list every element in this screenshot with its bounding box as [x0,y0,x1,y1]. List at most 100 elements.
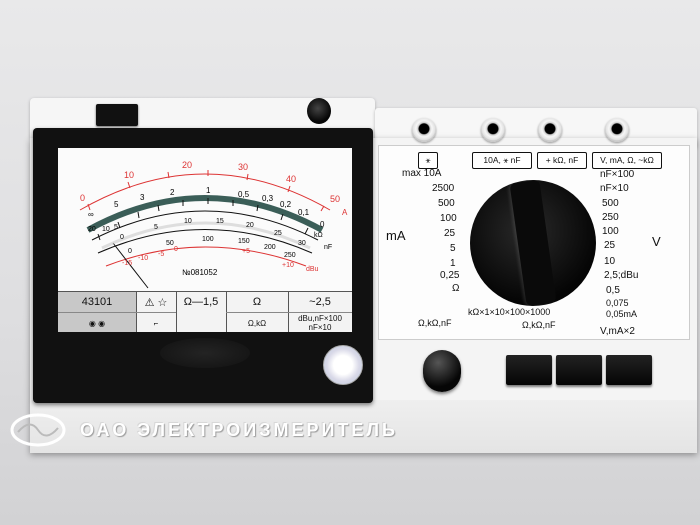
scale-label: 0 [128,248,132,255]
scale-label: 20 [88,226,96,233]
warning-icon: ⚠ ☆ [144,296,168,309]
jack-label-10a: 10A, ⚹ nF [472,152,532,169]
unit-label: nF [324,244,333,251]
range-v-250: 250 [602,212,619,223]
ac-label: ~2,5 [309,296,331,308]
scale-label: 30 [298,240,306,247]
scale-label: 5 [114,224,118,231]
range-v-05: 0,5 [606,285,620,296]
range-v-25: 25 [604,240,616,251]
scale-label: 2 [170,188,175,197]
scale-label: 0 [120,234,124,241]
mode-mid-label: Ω,kΩ,nF [522,320,556,330]
range-ma-25: 25 [444,228,456,239]
scale-label: 0,5 [238,190,250,199]
scale-red-label: +5 [242,248,250,255]
scale-red-label: -5 [158,251,165,258]
model-cell: 43101 ◉ ◉ [58,292,137,332]
push-button-1[interactable] [506,355,552,385]
scale-label: 0 [320,220,325,229]
zero-adjust-button[interactable] [96,104,138,126]
range-ma-2500: 2500 [432,183,455,194]
hologram-sticker [323,345,363,385]
range-ohm: Ω [452,283,460,294]
v-unit-label: V [652,234,661,249]
scale-red-label: -10 [138,255,149,262]
scale-label: 3 [140,193,145,202]
company-logo [8,410,68,450]
scale-label: 150 [238,238,250,245]
range-nf10: nF×10 [600,183,629,194]
serial-number: №081052 [182,268,218,277]
scale-label: 250 [284,252,296,259]
scale-label: 1 [206,186,211,195]
jack-label-kohm: + kΩ, nF [537,152,587,169]
scale-label: ∞ [88,210,94,219]
dbu-label: dBu,nF×100 [298,314,342,323]
logo-icon [10,413,66,447]
scale-red-label: -15 [122,260,133,267]
scale-label: 200 [264,244,276,251]
scale-red-label: 30 [238,162,249,172]
push-button-3[interactable] [606,355,652,385]
scale-red-label: +10 [282,262,294,269]
device-base [30,400,697,453]
warning-cell: ⚠ ☆ ⌐ [136,292,177,332]
range-nf100: nF×100 [600,169,635,180]
scale-red-label: 40 [286,174,297,184]
ohm-range-label: Ω—1,5 [183,296,219,308]
ohm-range-cell: Ω—1,5 [176,292,227,332]
unit-label: A [342,208,348,217]
push-button-2[interactable] [556,355,602,385]
scale-label: 5 [114,200,119,209]
ohm-k-label: Ω,kΩ [226,312,288,333]
scale-label: 25 [274,230,282,237]
ma-unit-label: mA [386,228,406,243]
range-kohm-multipliers: kΩ×1×10×100×1000 [468,307,551,317]
scale-red-label: 50 [330,194,341,204]
scale-label: 5 [154,224,158,231]
company-name: ОАО ЭЛЕКТРОИЗМЕРИТЕЛЬ [80,420,398,440]
corrector-screw[interactable] [307,98,331,124]
dial-scales [79,170,331,289]
jack-10a[interactable] [481,118,505,142]
scale-label: 15 [216,218,224,225]
logo-icons: ◉ ◉ [58,312,136,333]
scale-red-label: 10 [124,170,135,180]
range-005ma: 0,05mA [606,309,638,319]
jack-label-common: ⚹ [418,152,438,169]
scale-label: 50 [166,240,174,247]
ohm-cell: Ω Ω,kΩ [226,292,289,332]
mode-knob[interactable] [423,350,461,392]
knob-mode-label: Ω,kΩ,nF [418,318,452,328]
range-v-500: 500 [602,198,619,209]
scale-label: 0,3 [262,194,274,203]
range-ma-1: 1 [450,258,456,269]
scale-label: 0,1 [298,208,310,217]
range-v-25dbu: 2,5;dBu [604,270,639,281]
scale-label: 0,2 [280,200,292,209]
meter-dial: 0 10 20 30 40 50 ∞ 5 3 2 1 0,5 0,3 0,2 0… [58,148,352,291]
scale-red-top: 0 10 20 30 40 50 [58,148,352,208]
dbu-labels: dBu,nF×100 nF×10 [288,312,352,333]
jack-kohm-nf[interactable] [538,118,562,142]
range-ma-5: 5 [450,243,456,254]
jack-common[interactable] [412,118,436,142]
bracket-icon: ⌐ [136,312,176,333]
scale-label: 100 [202,236,214,243]
scale-label: 10 [184,218,192,225]
scale-red-label: 20 [182,160,193,170]
range-ma-10a: max 10A [402,168,442,179]
model-number: 43101 [81,296,113,308]
nf10-label: nF×10 [308,323,332,332]
range-v-0075: 0,075 [606,298,629,308]
range-ma-025: 0,25 [440,270,460,281]
unit-label: kΩ [314,232,323,239]
ohm-label: Ω [252,296,262,308]
range-v-100: 100 [602,226,619,237]
dial-label-strip: 43101 ◉ ◉ ⚠ ☆ ⌐ Ω—1,5 Ω Ω,kΩ ~2,5 dBu,nF… [58,291,352,332]
jack-v-ma-ohm[interactable] [605,118,629,142]
vma-label: V,mA×2 [600,326,635,337]
scale-black: ∞ 5 3 2 1 0,5 0,3 0,2 0,1 0 0 5 10 15 20… [58,148,352,291]
unit-label: dBu [306,266,319,273]
